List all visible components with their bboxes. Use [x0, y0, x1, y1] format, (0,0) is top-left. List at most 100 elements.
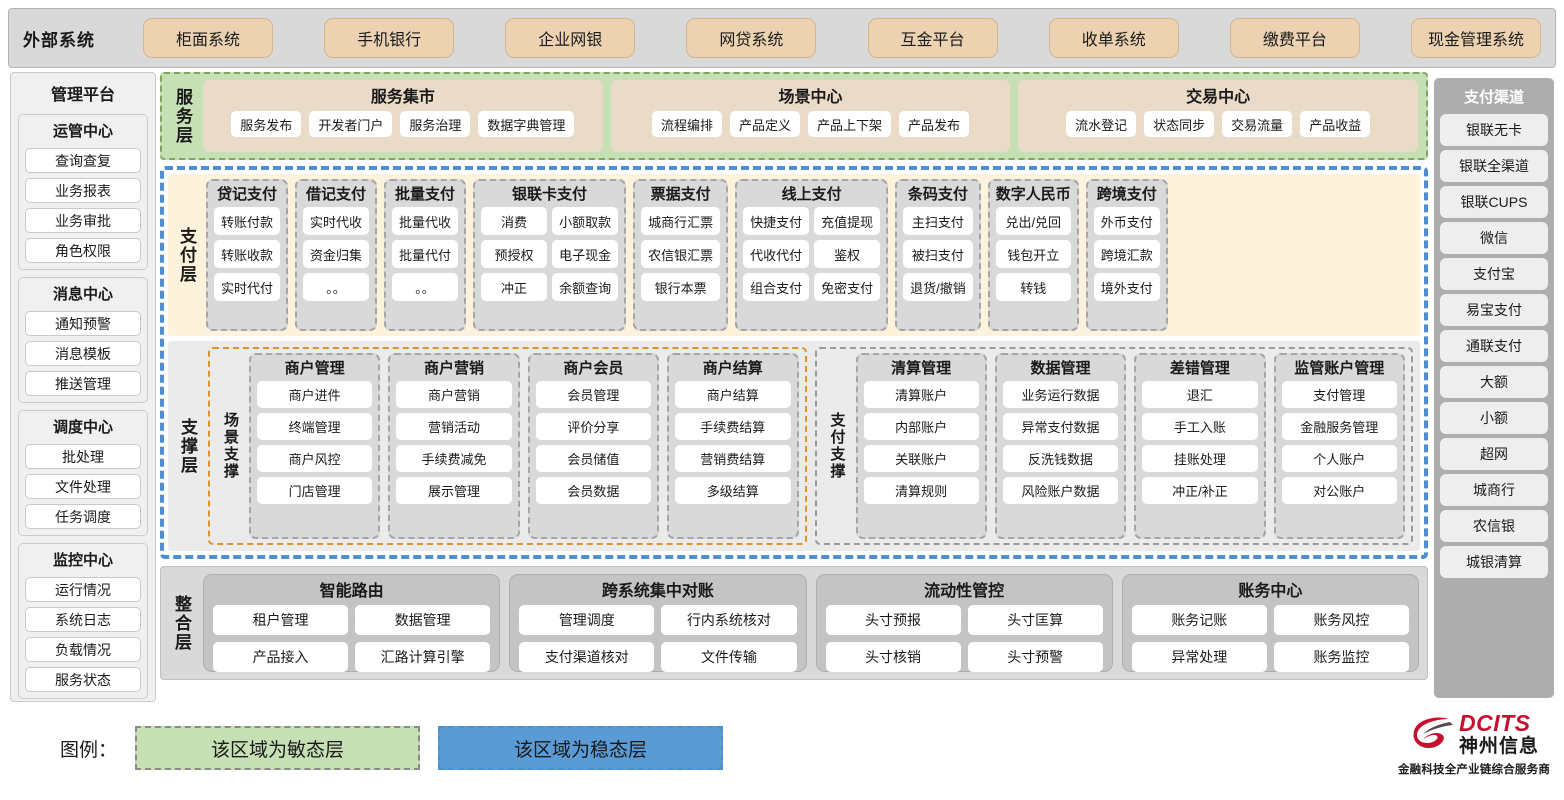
support-item[interactable]: 门店管理	[257, 477, 373, 504]
payment-item[interactable]: 兑出/兑回	[995, 207, 1071, 235]
support-item[interactable]: 营销活动	[396, 413, 512, 440]
service-item[interactable]: 交易流量	[1222, 111, 1293, 137]
sidebar-item[interactable]: 消息模板	[25, 341, 141, 366]
external-system-item[interactable]: 现金管理系统	[1410, 18, 1541, 58]
payment-item[interactable]: 银行本票	[641, 273, 721, 301]
external-system-item[interactable]: 企业网银	[505, 18, 636, 58]
external-system-item[interactable]: 柜面系统	[143, 18, 273, 58]
integration-item[interactable]: 产品接入	[213, 642, 349, 672]
payment-item[interactable]: 快捷支付	[743, 207, 810, 235]
support-item[interactable]: 清算规则	[863, 477, 979, 504]
service-item[interactable]: 产品发布	[899, 111, 970, 137]
payment-item[interactable]: 。。	[392, 273, 459, 301]
payment-item[interactable]: 。。	[303, 273, 370, 301]
external-system-item[interactable]: 手机银行	[324, 18, 455, 58]
integration-item[interactable]: 数据管理	[355, 605, 491, 635]
support-item[interactable]: 评价分享	[535, 413, 652, 440]
support-item[interactable]: 商户营销	[396, 381, 512, 408]
service-item[interactable]: 产品收益	[1300, 111, 1371, 137]
service-item[interactable]: 流程编排	[651, 111, 722, 137]
integration-item[interactable]: 头寸匡算	[967, 605, 1103, 635]
payment-item[interactable]: 组合支付	[743, 273, 810, 301]
payment-item[interactable]: 主扫支付	[903, 207, 973, 235]
payment-item[interactable]: 鉴权	[814, 240, 881, 268]
support-item[interactable]: 退汇	[1142, 381, 1258, 408]
payment-item[interactable]: 转钱	[995, 273, 1071, 301]
support-item[interactable]: 商户进件	[257, 381, 373, 408]
support-item[interactable]: 挂账处理	[1142, 445, 1258, 472]
payment-item[interactable]: 预授权	[481, 240, 548, 268]
payment-channel-item[interactable]: 支付宝	[1440, 258, 1548, 290]
sidebar-item[interactable]: 推送管理	[25, 371, 141, 396]
integration-item[interactable]: 账务风控	[1273, 605, 1409, 635]
integration-item[interactable]: 账务记账	[1131, 605, 1267, 635]
support-item[interactable]: 展示管理	[396, 477, 512, 504]
support-item[interactable]: 手续费结算	[675, 413, 791, 440]
support-item[interactable]: 风险账户数据	[1002, 477, 1119, 504]
integration-item[interactable]: 头寸预报	[825, 605, 961, 635]
payment-item[interactable]: 小额取款	[552, 207, 619, 235]
integration-item[interactable]: 行内系统核对	[661, 605, 797, 635]
payment-item[interactable]: 资金归集	[303, 240, 370, 268]
payment-item[interactable]: 境外支付	[1093, 273, 1160, 301]
payment-item[interactable]: 冲正	[481, 273, 548, 301]
payment-channel-item[interactable]: 银联无卡	[1440, 114, 1548, 146]
payment-item[interactable]: 批量代付	[392, 240, 459, 268]
payment-item[interactable]: 消费	[481, 207, 548, 235]
payment-item[interactable]: 充值提现	[814, 207, 881, 235]
sidebar-item[interactable]: 业务报表	[25, 178, 141, 203]
support-item[interactable]: 营销费结算	[675, 445, 791, 472]
support-item[interactable]: 多级结算	[675, 477, 791, 504]
payment-item[interactable]: 被扫支付	[903, 240, 973, 268]
sidebar-item[interactable]: 角色权限	[25, 238, 141, 263]
integration-item[interactable]: 异常处理	[1131, 642, 1267, 672]
payment-item[interactable]: 实时代付	[214, 273, 281, 301]
integration-item[interactable]: 管理调度	[519, 605, 655, 635]
service-item[interactable]: 状态同步	[1144, 111, 1215, 137]
payment-channel-item[interactable]: 超网	[1440, 438, 1548, 470]
support-item[interactable]: 终端管理	[257, 413, 373, 440]
support-item[interactable]: 反洗钱数据	[1002, 445, 1119, 472]
payment-item[interactable]: 钱包开立	[995, 240, 1071, 268]
payment-item[interactable]: 电子现金	[552, 240, 619, 268]
sidebar-item[interactable]: 运行情况	[25, 577, 141, 602]
external-system-item[interactable]: 网贷系统	[686, 18, 817, 58]
payment-item[interactable]: 城商行汇票	[641, 207, 721, 235]
payment-channel-item[interactable]: 城商行	[1440, 474, 1548, 506]
payment-item[interactable]: 转账收款	[214, 240, 281, 268]
payment-channel-item[interactable]: 大额	[1440, 366, 1548, 398]
payment-item[interactable]: 退货/撤销	[903, 273, 973, 301]
payment-channel-item[interactable]: 微信	[1440, 222, 1548, 254]
integration-item[interactable]: 头寸预警	[967, 642, 1103, 672]
payment-channel-item[interactable]: 小额	[1440, 402, 1548, 434]
support-item[interactable]: 会员储值	[535, 445, 652, 472]
support-item[interactable]: 个人账户	[1281, 445, 1397, 472]
integration-item[interactable]: 账务监控	[1273, 642, 1409, 672]
support-item[interactable]: 冲正/补正	[1142, 477, 1258, 504]
service-item[interactable]: 产品上下架	[808, 111, 892, 137]
payment-item[interactable]: 外币支付	[1093, 207, 1160, 235]
payment-item[interactable]: 余额查询	[552, 273, 619, 301]
integration-item[interactable]: 文件传输	[661, 642, 797, 672]
sidebar-item[interactable]: 批处理	[25, 444, 141, 469]
sidebar-item[interactable]: 服务状态	[25, 667, 141, 692]
service-item[interactable]: 流水登记	[1066, 111, 1137, 137]
support-item[interactable]: 内部账户	[863, 413, 979, 440]
sidebar-item[interactable]: 业务审批	[25, 208, 141, 233]
sidebar-item[interactable]: 负载情况	[25, 637, 141, 662]
service-item[interactable]: 产品定义	[729, 111, 800, 137]
sidebar-item[interactable]: 查询查复	[25, 148, 141, 173]
payment-channel-item[interactable]: 银联全渠道	[1440, 150, 1548, 182]
payment-item[interactable]: 免密支付	[814, 273, 881, 301]
payment-item[interactable]: 农信银汇票	[641, 240, 721, 268]
external-system-item[interactable]: 互金平台	[867, 18, 998, 58]
integration-item[interactable]: 租户管理	[213, 605, 349, 635]
service-item[interactable]: 服务发布	[231, 111, 302, 137]
payment-channel-item[interactable]: 城银清算	[1440, 546, 1548, 578]
payment-item[interactable]: 实时代收	[303, 207, 370, 235]
sidebar-item[interactable]: 文件处理	[25, 474, 141, 499]
payment-item[interactable]: 转账付款	[214, 207, 281, 235]
support-item[interactable]: 会员数据	[535, 477, 652, 504]
support-item[interactable]: 对公账户	[1281, 477, 1397, 504]
support-item[interactable]: 手工入账	[1142, 413, 1258, 440]
